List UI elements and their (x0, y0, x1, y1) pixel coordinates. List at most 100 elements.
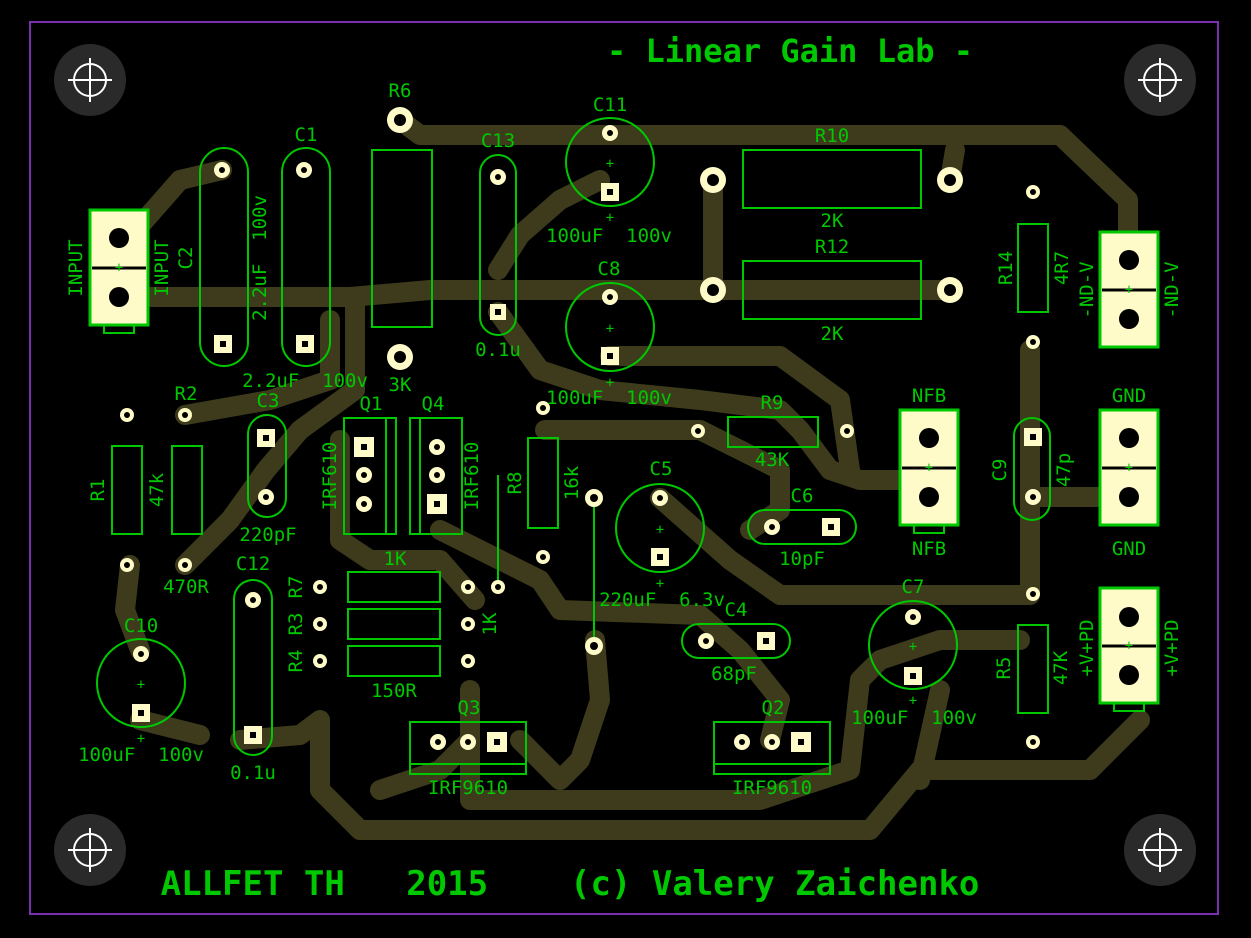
c12-outline (233, 579, 273, 756)
r4-value: 150R (371, 680, 417, 702)
q3-outline (409, 721, 527, 775)
r14-outline (1017, 223, 1049, 313)
connector-pos-supply: + (1098, 586, 1160, 712)
c8-ref: C8 (598, 258, 621, 280)
c7-ref: C7 (902, 576, 925, 598)
c7-value: 100uF 100v (851, 707, 977, 729)
nfb-label-bottom: NFB (912, 538, 946, 560)
input-label-left: INPUT (65, 239, 87, 296)
connector-gnd: + (1098, 408, 1160, 527)
board-credit: ALLFET TH 2015 (c) Valery Zaichenko (161, 864, 980, 904)
r8-outline (527, 437, 559, 529)
trace-c7 (910, 680, 950, 790)
r7-value: 1K (479, 612, 501, 635)
c1-value: 2.2uF 100v (242, 370, 368, 392)
input-label-right: INPUT (151, 239, 173, 296)
r2-ref: R2 (175, 383, 198, 405)
r10-value: 2K (821, 210, 844, 232)
r7-outline (347, 571, 441, 603)
board-title: - Linear Gain Lab - (607, 32, 973, 70)
q1-value: IRF610 (319, 442, 341, 511)
c1-ref: C1 (295, 124, 318, 146)
c13-value: 0.1u (475, 339, 521, 361)
c11-ref: C11 (593, 94, 627, 116)
c10-value: 100uF 100v (78, 744, 204, 766)
polarity-plus-icon: + (1125, 460, 1133, 476)
c6-ref: C6 (791, 485, 814, 507)
connector-nfb: + (898, 408, 960, 534)
silkscreen-outlines (96, 117, 1051, 775)
r9-ref: R9 (761, 392, 784, 414)
c10-ref: C10 (124, 615, 158, 637)
r8-value: 16k (561, 465, 583, 500)
r3-value: 1K (384, 548, 407, 570)
c6-outline (747, 509, 857, 545)
nfb-label-top: NFB (912, 385, 946, 407)
trace-q1 (330, 430, 485, 610)
r1-outline (111, 445, 143, 535)
gnd-label-top: GND (1112, 385, 1146, 407)
neg-supply-label-right: -ND-V (1161, 261, 1183, 318)
connector-neg-supply: + (1098, 230, 1160, 349)
r3-ref: R3 (285, 613, 307, 636)
q2-value: IRF9610 (732, 777, 812, 799)
trace-c10-c12 (130, 710, 210, 745)
c3-ref: C3 (257, 390, 280, 412)
q3-value: IRF9610 (428, 777, 508, 799)
polarity-marks: + + + + + + + + + + (137, 156, 917, 747)
polarity-plus-icon: + (909, 639, 917, 655)
polarity-plus-icon: + (606, 156, 614, 172)
r5-ref: R5 (993, 657, 1015, 680)
c13-ref: C13 (481, 130, 515, 152)
polarity-plus-icon: + (909, 693, 917, 709)
c6-value: 10pF (779, 548, 825, 570)
r9-value: 43K (755, 449, 790, 471)
trace-c3 (175, 287, 365, 575)
polarity-plus-icon: + (606, 375, 614, 391)
polarity-plus-icon: + (1125, 638, 1133, 654)
r12-value: 2K (821, 323, 844, 345)
c1-outline (281, 147, 331, 367)
q4-value: IRF610 (461, 442, 483, 511)
trace-pos-rail (230, 710, 1150, 840)
c3-value: 220pF (239, 524, 296, 546)
c4-ref: C4 (725, 599, 748, 621)
q4-ref: Q4 (422, 393, 445, 415)
c5-outline (615, 483, 705, 573)
r6-ref: R6 (389, 80, 412, 102)
trace-q2-c7 (460, 630, 1030, 810)
gnd-label-bottom: GND (1112, 538, 1146, 560)
trace-c11 (488, 170, 610, 280)
mounting-hole-icon (54, 44, 126, 116)
r4-ref: R4 (285, 650, 307, 673)
c9-ref: C9 (989, 459, 1011, 482)
c8-outline (565, 282, 655, 372)
q3-ref: Q3 (458, 697, 481, 719)
trace-q4-q2 (430, 520, 790, 750)
c5-value: 220uF 6.3v (599, 589, 725, 611)
r7-ref: R7 (285, 576, 307, 599)
pos-supply-label-right: +V+PD (1161, 619, 1183, 676)
c2-value: 2.2uF 100v (249, 195, 271, 321)
r10-outline (742, 149, 922, 209)
c11-outline (565, 117, 655, 207)
c7-outline (868, 600, 958, 690)
pads-square (132, 183, 1042, 752)
c2-outline (199, 147, 249, 367)
trace-input-bus (110, 280, 723, 307)
trace-neg-rail (390, 110, 1138, 270)
polarity-plus-icon: + (606, 321, 614, 337)
polarity-plus-icon: + (606, 210, 614, 226)
q2-outline (713, 721, 831, 775)
r12-ref: R12 (815, 236, 849, 258)
r5-value: 47K (1050, 650, 1072, 685)
c5-ref: C5 (650, 458, 673, 480)
c4-value: 68pF (711, 663, 757, 685)
c8-value: 100uF 100v (546, 387, 672, 409)
c9-outline (1013, 417, 1051, 521)
r14-ref: R14 (995, 251, 1017, 285)
trace-r12 (703, 170, 960, 300)
c10-outline (96, 638, 186, 728)
